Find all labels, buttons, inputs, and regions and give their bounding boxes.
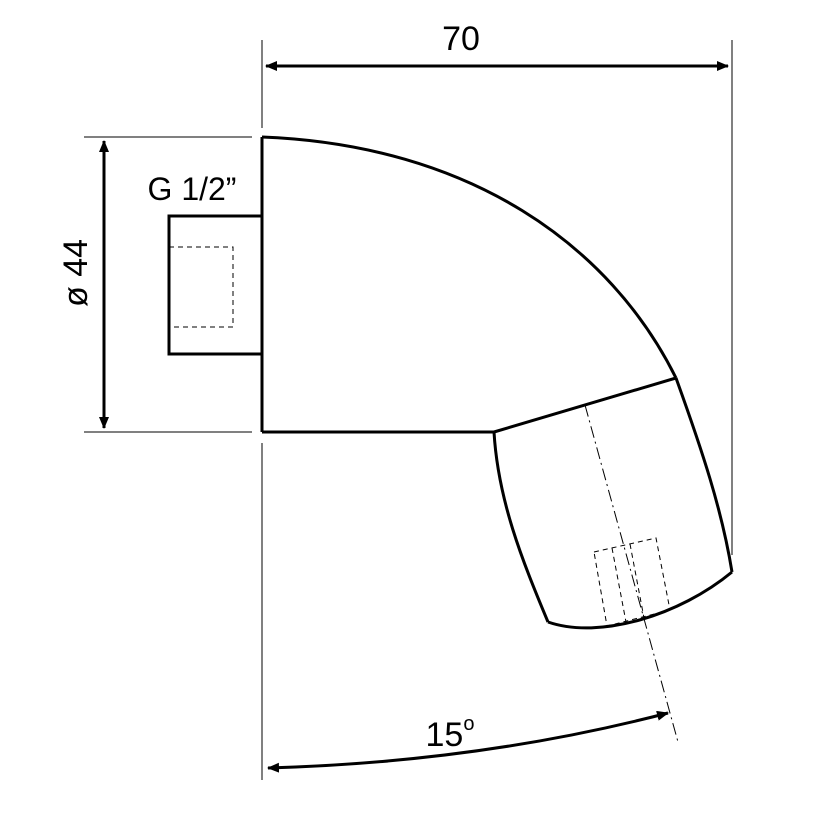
angle-dimension-arc bbox=[267, 710, 669, 773]
nozzle-right-side bbox=[674, 377, 734, 573]
nozzle-hidden-outlet-inner-left bbox=[611, 547, 627, 623]
thread-label: G 1/2” bbox=[148, 171, 237, 207]
diameter-dimension: ø 44 bbox=[57, 140, 109, 429]
body-outer-arc bbox=[261, 135, 678, 379]
width-dimension-label: 70 bbox=[442, 20, 480, 58]
diameter-dimension-label: ø 44 bbox=[57, 239, 95, 307]
thread-connector-hidden-bore bbox=[168, 246, 234, 328]
nozzle-hidden-outlet-inner-right bbox=[629, 543, 645, 619]
thread-connector bbox=[167, 214, 264, 356]
angle-dimension-label: 15o bbox=[426, 713, 475, 754]
width-dimension: 70 bbox=[265, 20, 729, 71]
nozzle bbox=[492, 377, 734, 630]
nozzle-left-side bbox=[492, 431, 550, 623]
extension-lines bbox=[84, 40, 733, 780]
angle-degree-mark: o bbox=[463, 713, 474, 735]
angle-dimension: 15o bbox=[267, 710, 669, 773]
nozzle-hidden-outlet bbox=[593, 537, 671, 627]
angle-value: 15 bbox=[426, 716, 464, 754]
nozzle-outlet-face bbox=[547, 570, 733, 630]
thread-connector-body bbox=[167, 214, 264, 356]
nozzle-axis bbox=[584, 404, 679, 743]
elbow-body bbox=[260, 135, 678, 434]
nozzle-centerline bbox=[584, 404, 679, 743]
